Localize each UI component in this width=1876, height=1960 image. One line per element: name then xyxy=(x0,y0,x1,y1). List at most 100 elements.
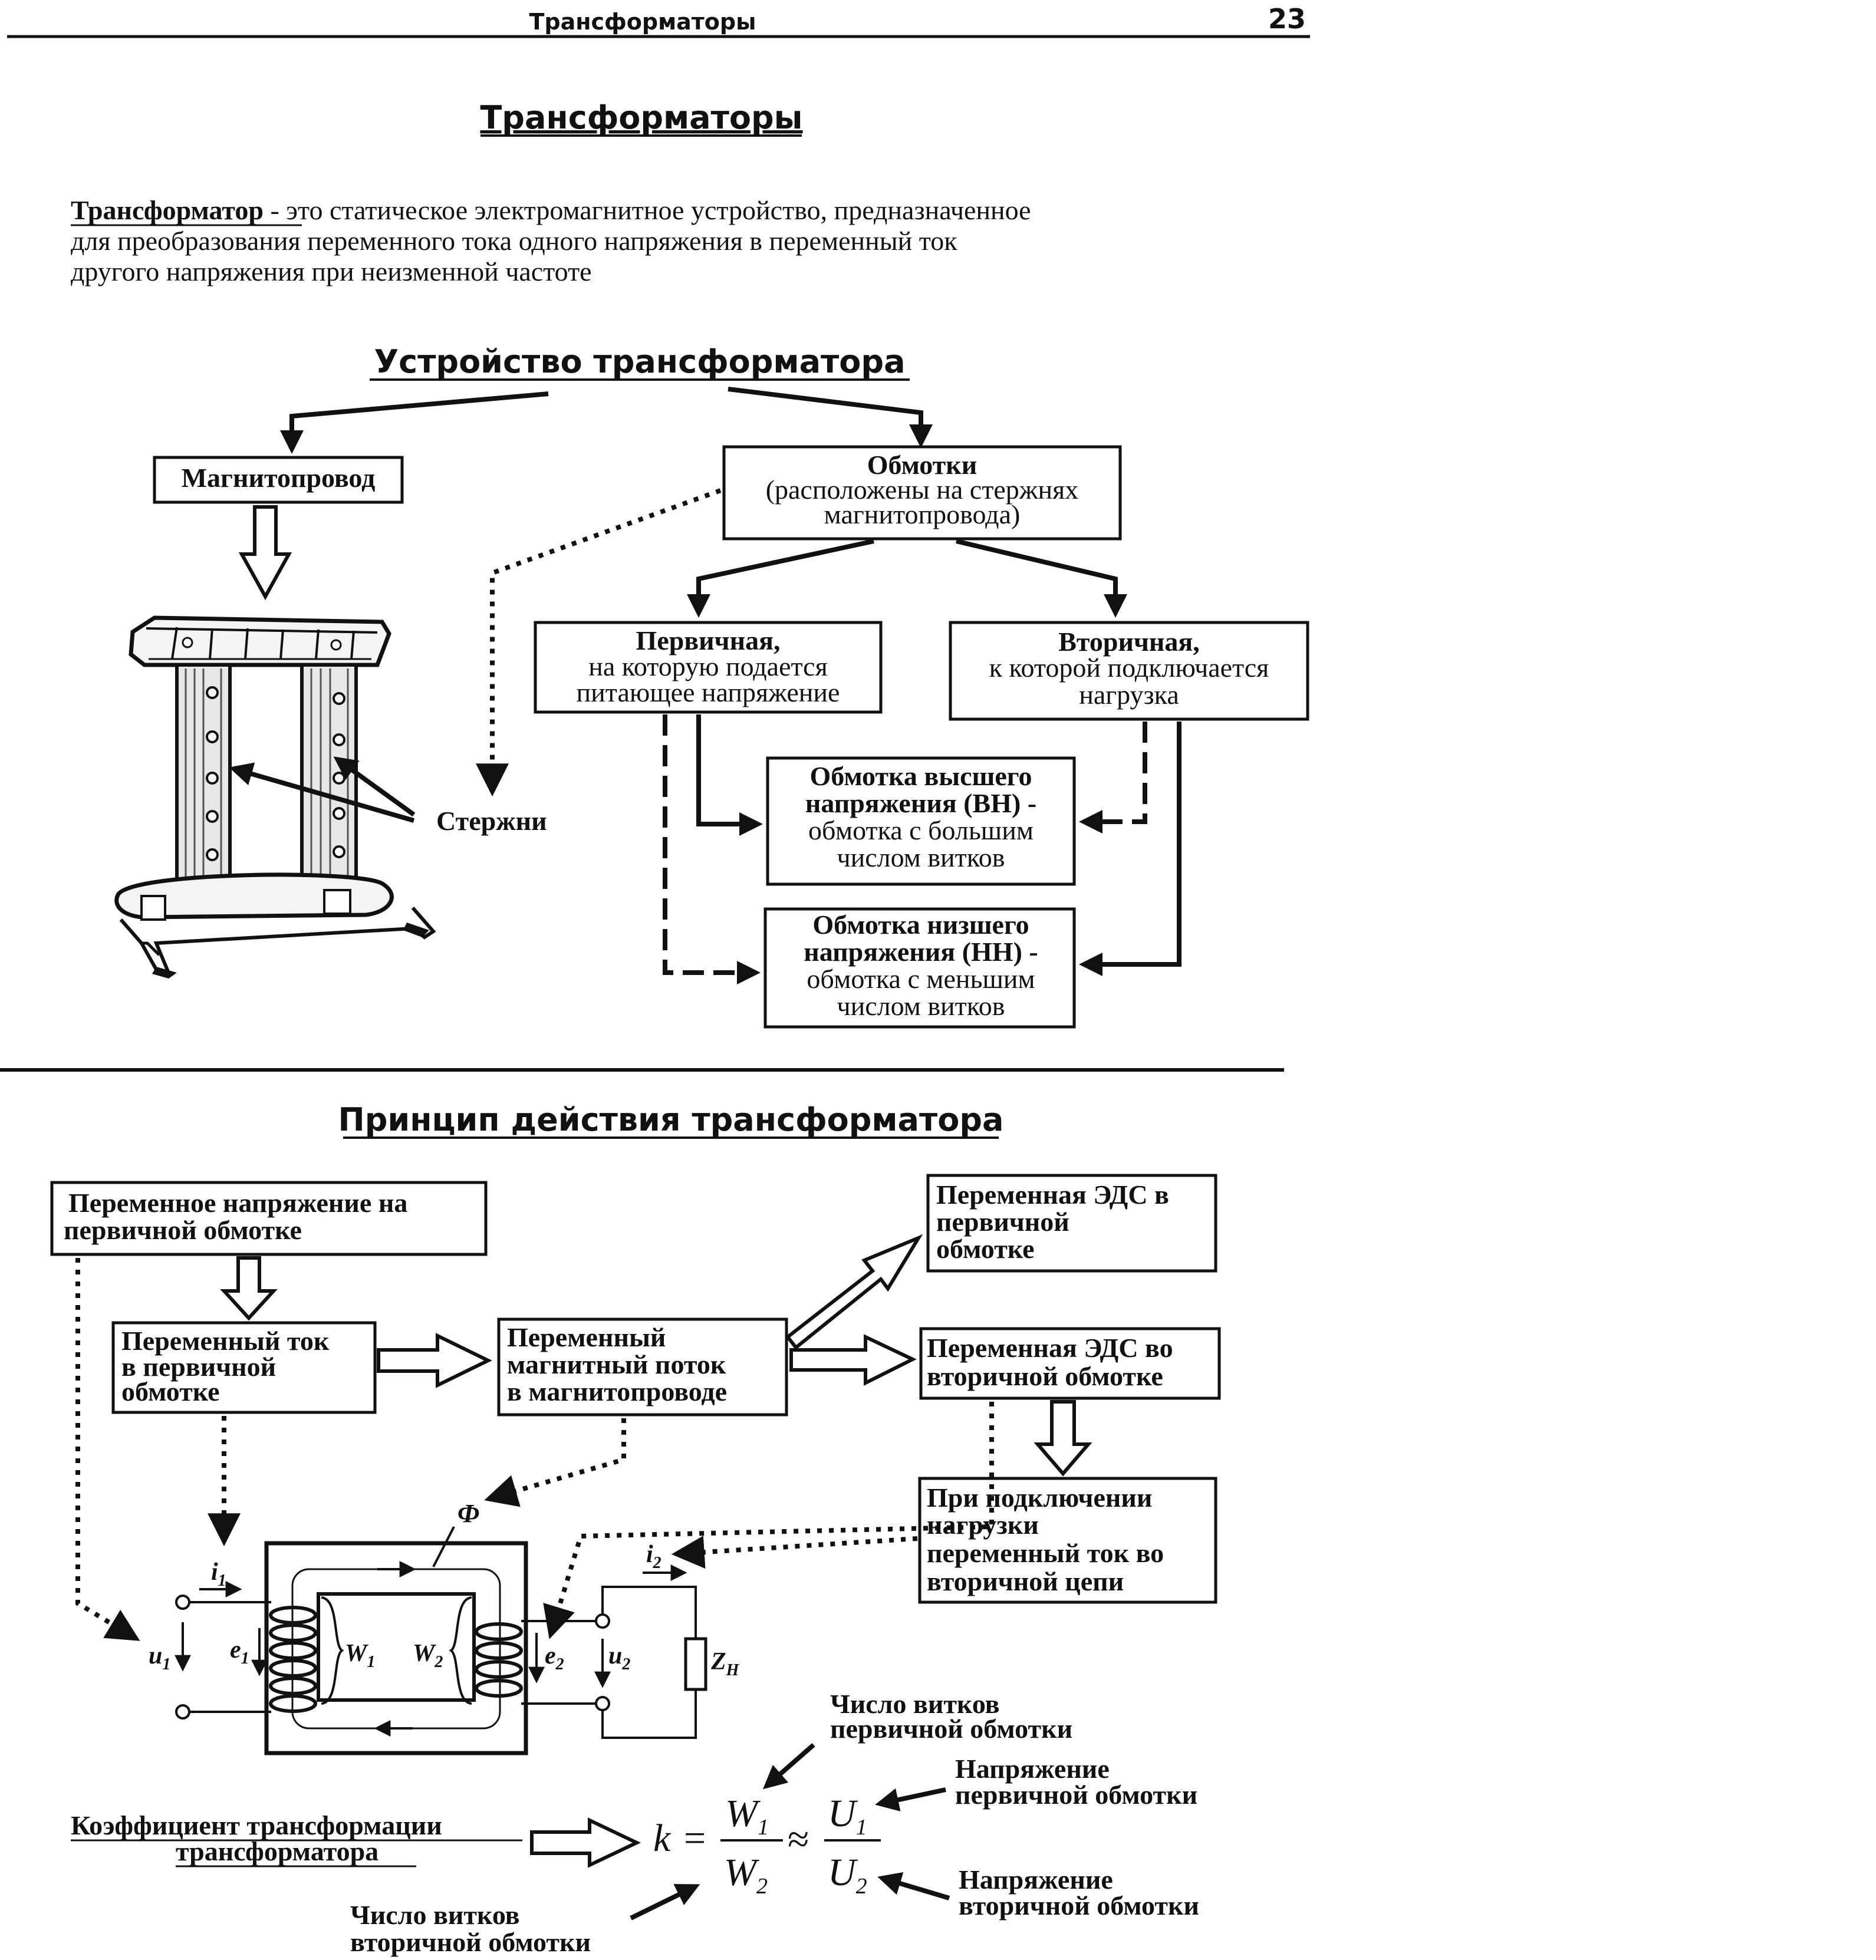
magnetic-core-label: Магнитопровод xyxy=(182,463,376,493)
formula-approx: ≈ xyxy=(788,1818,809,1861)
arrow-to-core xyxy=(280,391,549,454)
flux-line-1: Переменный xyxy=(507,1322,666,1352)
running-title: Трансформаторы xyxy=(529,9,756,35)
ac-current-line-1: Переменный ток xyxy=(121,1326,330,1356)
primary-to-hv xyxy=(696,714,763,836)
circuit-core-outer xyxy=(264,1541,528,1755)
w2-label: W2 xyxy=(413,1640,443,1671)
ac-current-line-3: обмотке xyxy=(121,1376,220,1406)
formula-eq: = xyxy=(684,1817,706,1860)
primary-coil xyxy=(269,1606,317,1713)
load-loop xyxy=(601,1586,697,1739)
emf-primary-line-2: первичной xyxy=(936,1207,1069,1237)
emf-primary-box xyxy=(926,1174,1217,1273)
turns-secondary-arrow xyxy=(630,1884,700,1921)
transformer-circuit: Ф i1 u1 e1 W1 W2 xyxy=(149,1499,740,1755)
secondary-box xyxy=(949,621,1309,721)
turns-secondary-line-2: вторичной обмотки xyxy=(350,1927,591,1957)
primary-terminal-bottom xyxy=(175,1704,190,1719)
voltage-primary-arrow xyxy=(875,1787,946,1811)
dotted-load-to-i2 xyxy=(671,1536,918,1569)
emf-secondary-line-1: Переменная ЭДС во xyxy=(927,1333,1173,1363)
u2-label: u2 xyxy=(608,1642,630,1674)
primary-line-3: питающее напряжение xyxy=(577,677,840,707)
formula-num1: W1 xyxy=(725,1792,769,1840)
turns-primary-arrow xyxy=(762,1742,815,1790)
windings-box xyxy=(722,445,1122,541)
voltage-secondary-line-2: вторичной обмотки xyxy=(959,1890,1199,1921)
load-current-line-1: При подключении xyxy=(927,1483,1152,1513)
zn-label: ZН xyxy=(710,1648,740,1679)
circuit-core-inner xyxy=(317,1592,476,1702)
windings-line-2: (расположены на стержнях xyxy=(766,475,1079,505)
formula-k: k xyxy=(653,1817,672,1860)
ac-current-line-2: в первичной xyxy=(121,1352,276,1382)
rods-arrow-right xyxy=(333,756,416,817)
ac-voltage-line-1: Переменное напряжение на xyxy=(68,1188,407,1218)
voltage-primary-line-1: Напряжение xyxy=(955,1754,1110,1784)
e2-label: e2 xyxy=(545,1642,564,1674)
w2-brace xyxy=(449,1596,472,1705)
secondary-terminal-bottom xyxy=(595,1696,610,1711)
secondary-line-2: к которой подключается xyxy=(989,653,1269,683)
hv-winding-box xyxy=(766,756,1076,886)
formula: k = W1 W2 ≈ U1 U2 xyxy=(653,1792,881,1899)
hv-winding-line-1: Обмотка высшего xyxy=(809,761,1032,791)
emf-to-load-arrow xyxy=(1034,1400,1092,1477)
flux-line-3: в магнитопроводе xyxy=(507,1376,727,1406)
formula-den2: U2 xyxy=(828,1851,867,1899)
voltage-secondary-line-1: Напряжение xyxy=(959,1865,1113,1895)
page-title: Трансформаторы xyxy=(480,99,802,136)
flux-symbol: Ф xyxy=(458,1499,479,1528)
primary-to-lv-dashed xyxy=(663,714,761,984)
current-to-flux-arrow xyxy=(377,1333,492,1388)
lv-winding-line-2: напряжения (НН) - xyxy=(804,937,1038,967)
voltage-to-current-arrow xyxy=(220,1256,278,1321)
formula-den1: W2 xyxy=(724,1851,768,1899)
structure-title: Устройство трансформатора xyxy=(374,343,905,380)
formula-num2: U1 xyxy=(828,1792,867,1840)
flux-line-2: магнитный поток xyxy=(507,1349,726,1379)
primary-line-2: на которую подается xyxy=(588,651,827,681)
rods-label: Стержни xyxy=(436,806,547,836)
voltage-secondary-arrow xyxy=(877,1872,950,1900)
ac-current-box xyxy=(111,1321,377,1414)
load-current-line-4: вторичной цепи xyxy=(927,1566,1124,1596)
running-header: Трансформаторы 23 xyxy=(7,3,1310,38)
flux-to-emf-secondary-arrow xyxy=(789,1334,917,1386)
coef-arrow xyxy=(530,1817,641,1868)
emf-secondary-line-2: вторичной обмотке xyxy=(927,1361,1163,1391)
w1-brace xyxy=(321,1596,344,1705)
dotted-voltage-to-u1 xyxy=(75,1258,140,1641)
lv-winding-line-3: обмотка с меньшим xyxy=(807,964,1035,994)
windings-line-3: магнитопровода) xyxy=(824,499,1021,529)
primary-title: Первичная, xyxy=(636,625,781,655)
rods-arrow-left xyxy=(229,762,415,823)
secondary-line-3: нагрузка xyxy=(1079,680,1179,710)
windings-title: Обмотки xyxy=(867,450,978,480)
load-current-box xyxy=(918,1477,1217,1604)
turns-primary-line-2: первичной обмотки xyxy=(830,1714,1072,1744)
arrow-to-windings xyxy=(728,387,933,448)
primary-terminal-top xyxy=(175,1595,190,1610)
hv-winding-line-4: числом витков xyxy=(837,842,1005,872)
definition-text-3: другого напряжения при неизменной частот… xyxy=(71,256,592,286)
i2-label: i2 xyxy=(646,1541,661,1572)
w1-label: W1 xyxy=(345,1640,375,1671)
lv-winding-box xyxy=(763,907,1076,1029)
transformer-core-illustration xyxy=(114,615,436,979)
page-number: 23 xyxy=(1268,3,1306,35)
voltage-primary-line-2: первичной обмотки xyxy=(955,1780,1197,1810)
emf-primary-line-3: обмотке xyxy=(936,1234,1035,1264)
hv-winding-line-2: напряжения (ВН) - xyxy=(805,788,1036,818)
principle-title: Принцип действия трансформатора xyxy=(338,1101,1004,1138)
dotted-emf-secondary-to-e2 xyxy=(543,1402,994,1639)
lv-winding-line-4: числом витков xyxy=(837,991,1005,1021)
flux-to-emf-primary-arrow xyxy=(785,1234,923,1350)
secondary-terminal-top xyxy=(595,1613,610,1629)
flux-symbol-pointer xyxy=(432,1526,455,1567)
emf-secondary-box xyxy=(919,1327,1221,1400)
secondary-to-hv-dashed xyxy=(1079,722,1147,834)
load-current-line-3: переменный ток во xyxy=(927,1538,1164,1568)
